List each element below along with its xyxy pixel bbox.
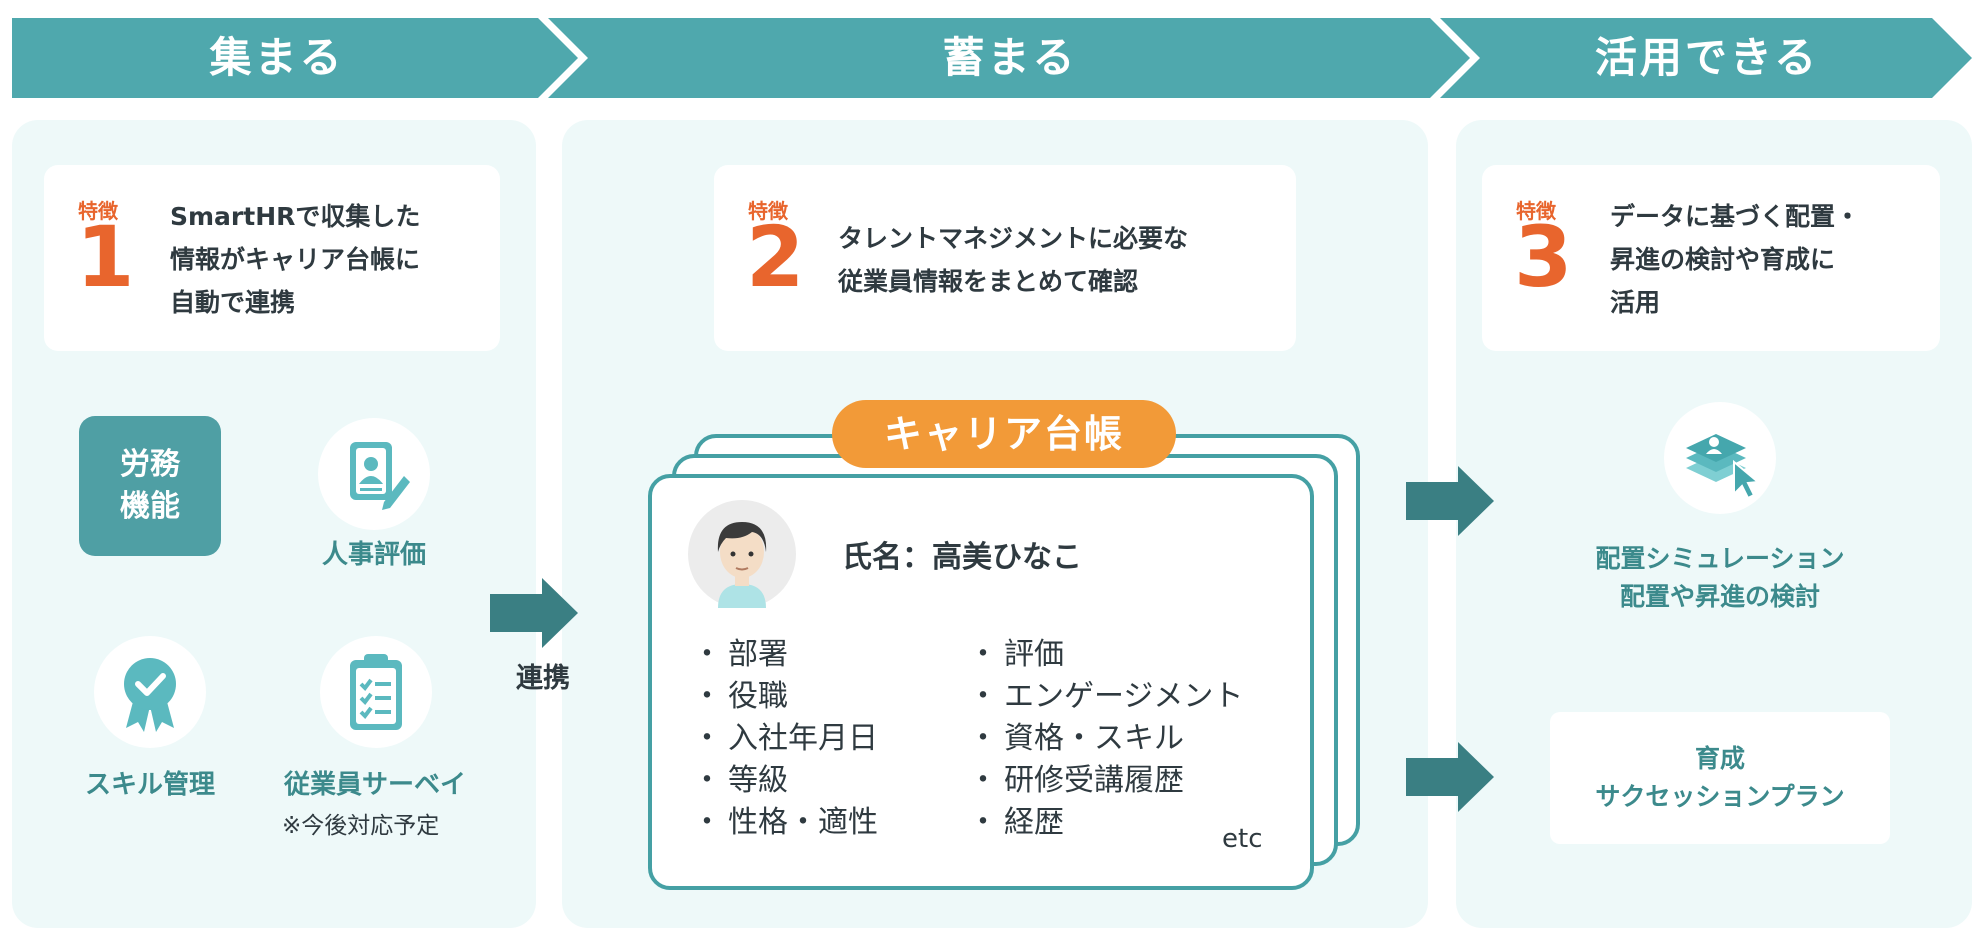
development-box: 育成 サクセッションプラン (1550, 712, 1890, 844)
feature-text: タレントマネジメントに必要な 従業員情報をまとめて確認 (838, 217, 1188, 303)
feature-number: 3 (1514, 208, 1573, 306)
feature-label: 特徴 (748, 199, 788, 223)
evaluation-icon-circle (318, 418, 430, 530)
list-item: 資格・スキル (968, 718, 1243, 760)
feature-label: 特徴 (78, 199, 118, 223)
feature-text-line: 情報がキャリア台帳に (170, 245, 421, 274)
survey-icon-circle (320, 636, 432, 748)
ledger-etc: etc (1222, 824, 1263, 854)
simulation-label: 配置シミュレーション 配置や昇進の検討 (1560, 540, 1880, 616)
step-title-accumulate: 蓄まる (942, 33, 1078, 82)
ledger-items-left: 部署 役職 入社年月日 等級 性格・適性 (692, 634, 878, 844)
process-banner (12, 18, 1972, 98)
skill-label: スキル管理 (84, 770, 215, 800)
ledger-items-right: 評価 エンゲージメント 資格・スキル 研修受講履歴 経歴 (968, 634, 1243, 844)
clipboard-checklist-icon (350, 654, 402, 730)
evaluation-label: 人事評価 (321, 540, 426, 570)
layers-cursor-icon (1686, 434, 1761, 500)
feature-card-2: 特徴 2 タレントマネジメントに必要な 従業員情報をまとめて確認 (714, 165, 1296, 351)
feature-text-line: タレントマネジメントに必要な (838, 224, 1189, 253)
badge-check-icon (124, 658, 176, 732)
link-label: 連携 (516, 663, 570, 694)
feature-text-line: 昇進の検討や育成に (1610, 245, 1836, 274)
list-item: 等級 (692, 760, 878, 802)
development-arrow (1406, 742, 1494, 812)
feature-text-line: 活用 (1610, 288, 1661, 317)
development-line: サクセッションプラン (1595, 782, 1845, 811)
feature-label: 特徴 (1516, 199, 1556, 223)
feature-number: 1 (76, 208, 135, 306)
profile-edit-icon (350, 442, 410, 510)
person-name: 氏名：高美ひなこ (842, 540, 1082, 575)
step-title-collect: 集まる (209, 33, 345, 82)
development-line: 育成 (1694, 744, 1745, 773)
feature-card-1: 特徴 1 SmartHRで収集した 情報がキャリア台帳に 自動で連携 (44, 165, 500, 351)
feature-text-line: 自動で連携 (170, 288, 296, 317)
simulation-line: 配置や昇進の検討 (1619, 582, 1820, 611)
feature-text: SmartHRで収集した 情報がキャリア台帳に 自動で連携 (170, 195, 420, 324)
list-item: 性格・適性 (692, 802, 878, 844)
feature-number: 2 (746, 208, 805, 306)
avatar (688, 500, 796, 608)
step-arrow-accumulate (548, 18, 1470, 98)
skill-icon-circle (94, 636, 206, 748)
list-item: 役職 (692, 676, 878, 718)
survey-label: 従業員サーベイ (283, 770, 466, 800)
simulation-icon-circle (1664, 402, 1776, 514)
list-item: エンゲージメント (968, 676, 1243, 718)
labor-line: 労務 (120, 447, 180, 482)
simulation-line: 配置シミュレーション (1595, 544, 1845, 573)
step-arrow-collect (12, 18, 578, 98)
simulation-arrow (1406, 466, 1494, 536)
feature-text-line: SmartHRで収集した (170, 202, 421, 231)
link-arrow (490, 578, 578, 648)
list-item: 評価 (968, 634, 1243, 676)
feature-text: データに基づく配置・ 昇進の検討や育成に 活用 (1610, 195, 1860, 324)
list-item: 入社年月日 (692, 718, 878, 760)
feature-card-3: 特徴 3 データに基づく配置・ 昇進の検討や育成に 活用 (1482, 165, 1940, 351)
feature-text-line: 従業員情報をまとめて確認 (838, 267, 1139, 296)
survey-note: ※今後対応予定 (282, 813, 440, 839)
list-item: 部署 (692, 634, 878, 676)
ledger-title: キャリア台帳 (832, 400, 1176, 468)
labor-function-box: 労務 機能 (79, 416, 221, 556)
list-item: 経歴 (968, 802, 1243, 844)
list-item: 研修受講履歴 (968, 760, 1243, 802)
labor-line: 機能 (120, 489, 180, 524)
step-title-utilize: 活用できる (1594, 33, 1820, 82)
feature-text-line: データに基づく配置・ (1610, 202, 1861, 231)
step-arrow-utilize (1440, 18, 1972, 98)
